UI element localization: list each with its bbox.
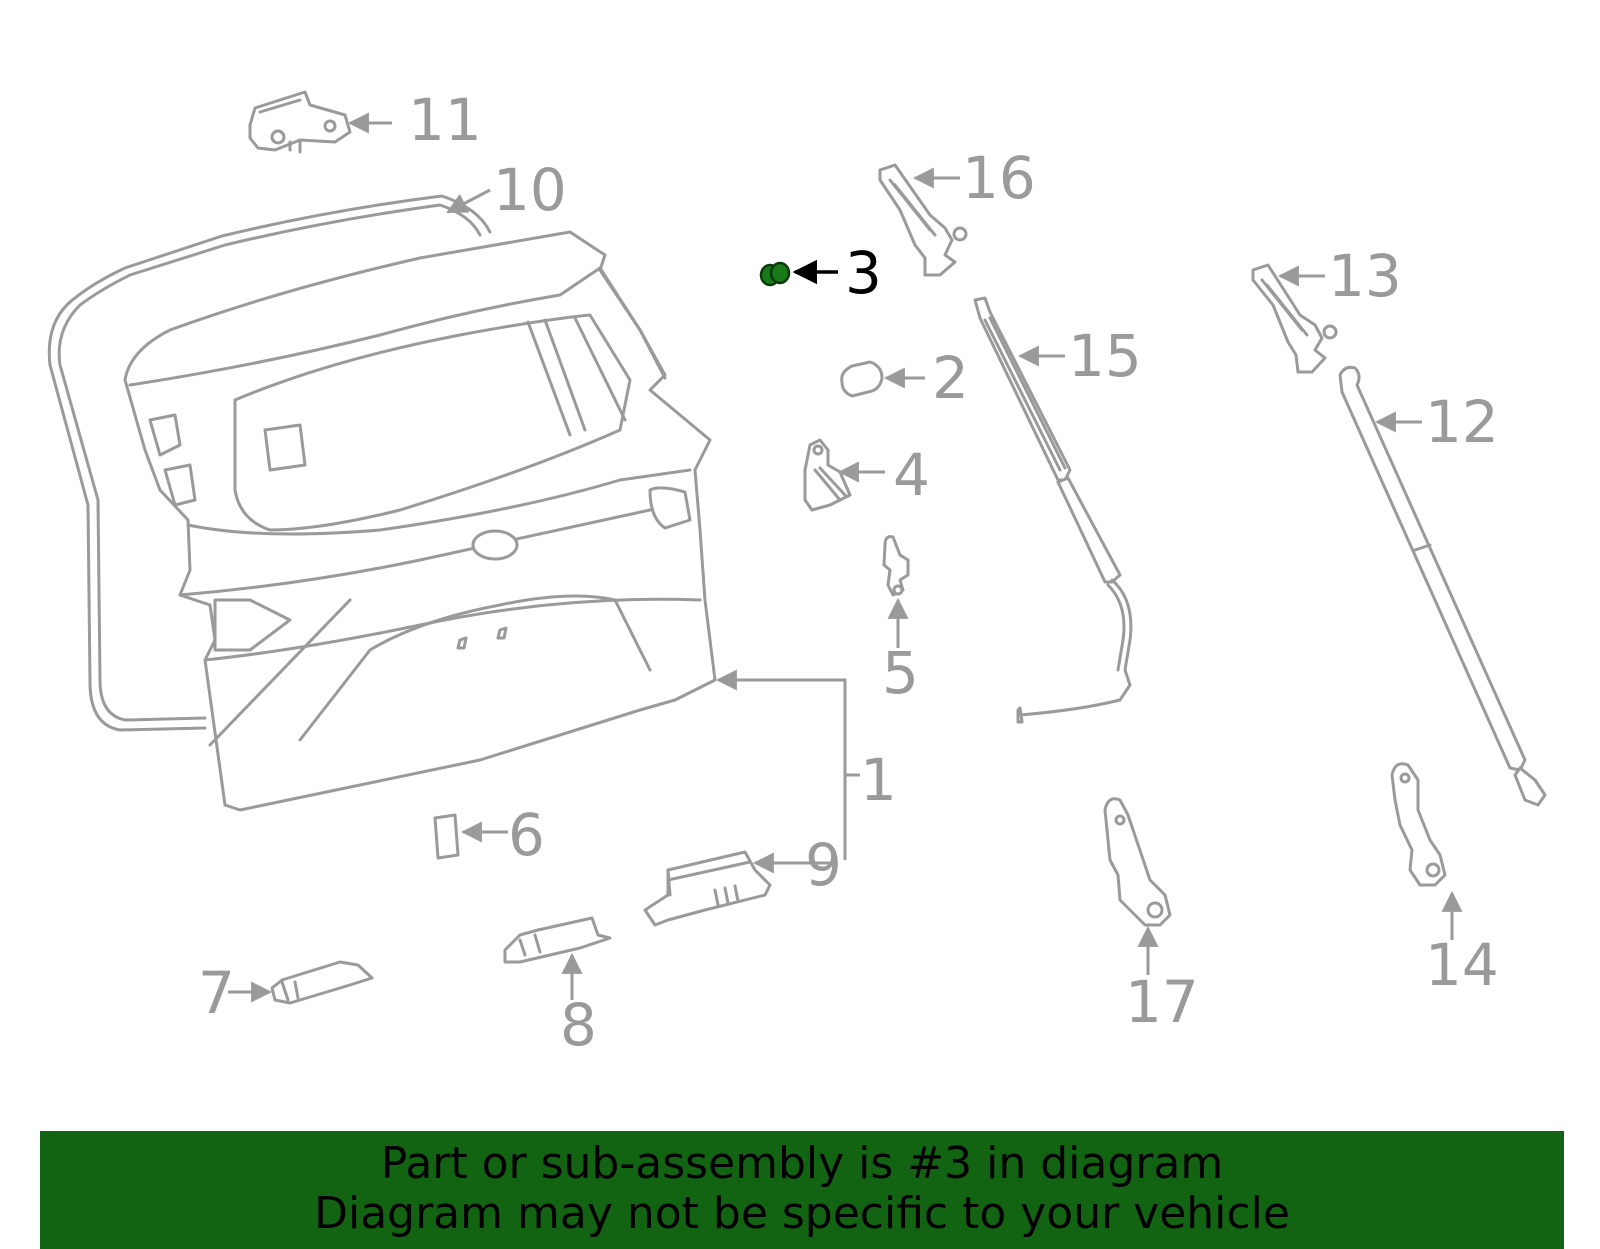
lamp-part-7 (270, 960, 374, 1005)
callout-5: 5 (882, 639, 919, 707)
callout-8: 8 (560, 991, 597, 1059)
banner-line-1: Part or sub-assembly is #3 in diagram (380, 1138, 1224, 1189)
callout-1: 1 (860, 746, 897, 814)
callout-12: 12 (1425, 388, 1499, 456)
handle-part-9 (643, 850, 772, 927)
lamp-part-8 (503, 916, 612, 964)
callout-17: 17 (1125, 968, 1199, 1036)
gas-strut-part-12 (1338, 365, 1547, 807)
cap-part-2 (840, 360, 884, 398)
banner-line-2: Diagram may not be specific to your vehi… (314, 1188, 1290, 1239)
callout-10: 10 (493, 156, 567, 224)
hinge-part-11 (248, 90, 352, 154)
hinge-part-16 (878, 163, 968, 277)
callout-4: 4 (893, 441, 930, 509)
clip-part-3 (759, 261, 791, 287)
power-strut-part-15 (973, 296, 1133, 724)
weatherstrip-part-10 (47, 194, 492, 732)
callout-3: 3 (845, 239, 882, 307)
bracket-part-5 (882, 535, 910, 597)
bracket-part-17 (1103, 797, 1172, 927)
bracket-part-4 (803, 438, 852, 512)
callout-6: 6 (508, 801, 545, 869)
callout-15: 15 (1068, 322, 1142, 390)
info-banner: Part or sub-assembly is #3 in diagram Di… (40, 1131, 1564, 1249)
callout-13: 13 (1328, 242, 1402, 310)
bracket-part-14 (1390, 762, 1447, 887)
callout-14: 14 (1425, 931, 1499, 999)
callout-11: 11 (408, 86, 482, 154)
liftgate-part-1 (123, 230, 717, 812)
pad-part-6 (433, 813, 460, 860)
hinge-part-13 (1251, 263, 1338, 374)
callout-9: 9 (805, 831, 842, 899)
callout-16: 16 (962, 144, 1036, 212)
callout-2: 2 (932, 344, 969, 412)
callout-7: 7 (198, 959, 235, 1027)
